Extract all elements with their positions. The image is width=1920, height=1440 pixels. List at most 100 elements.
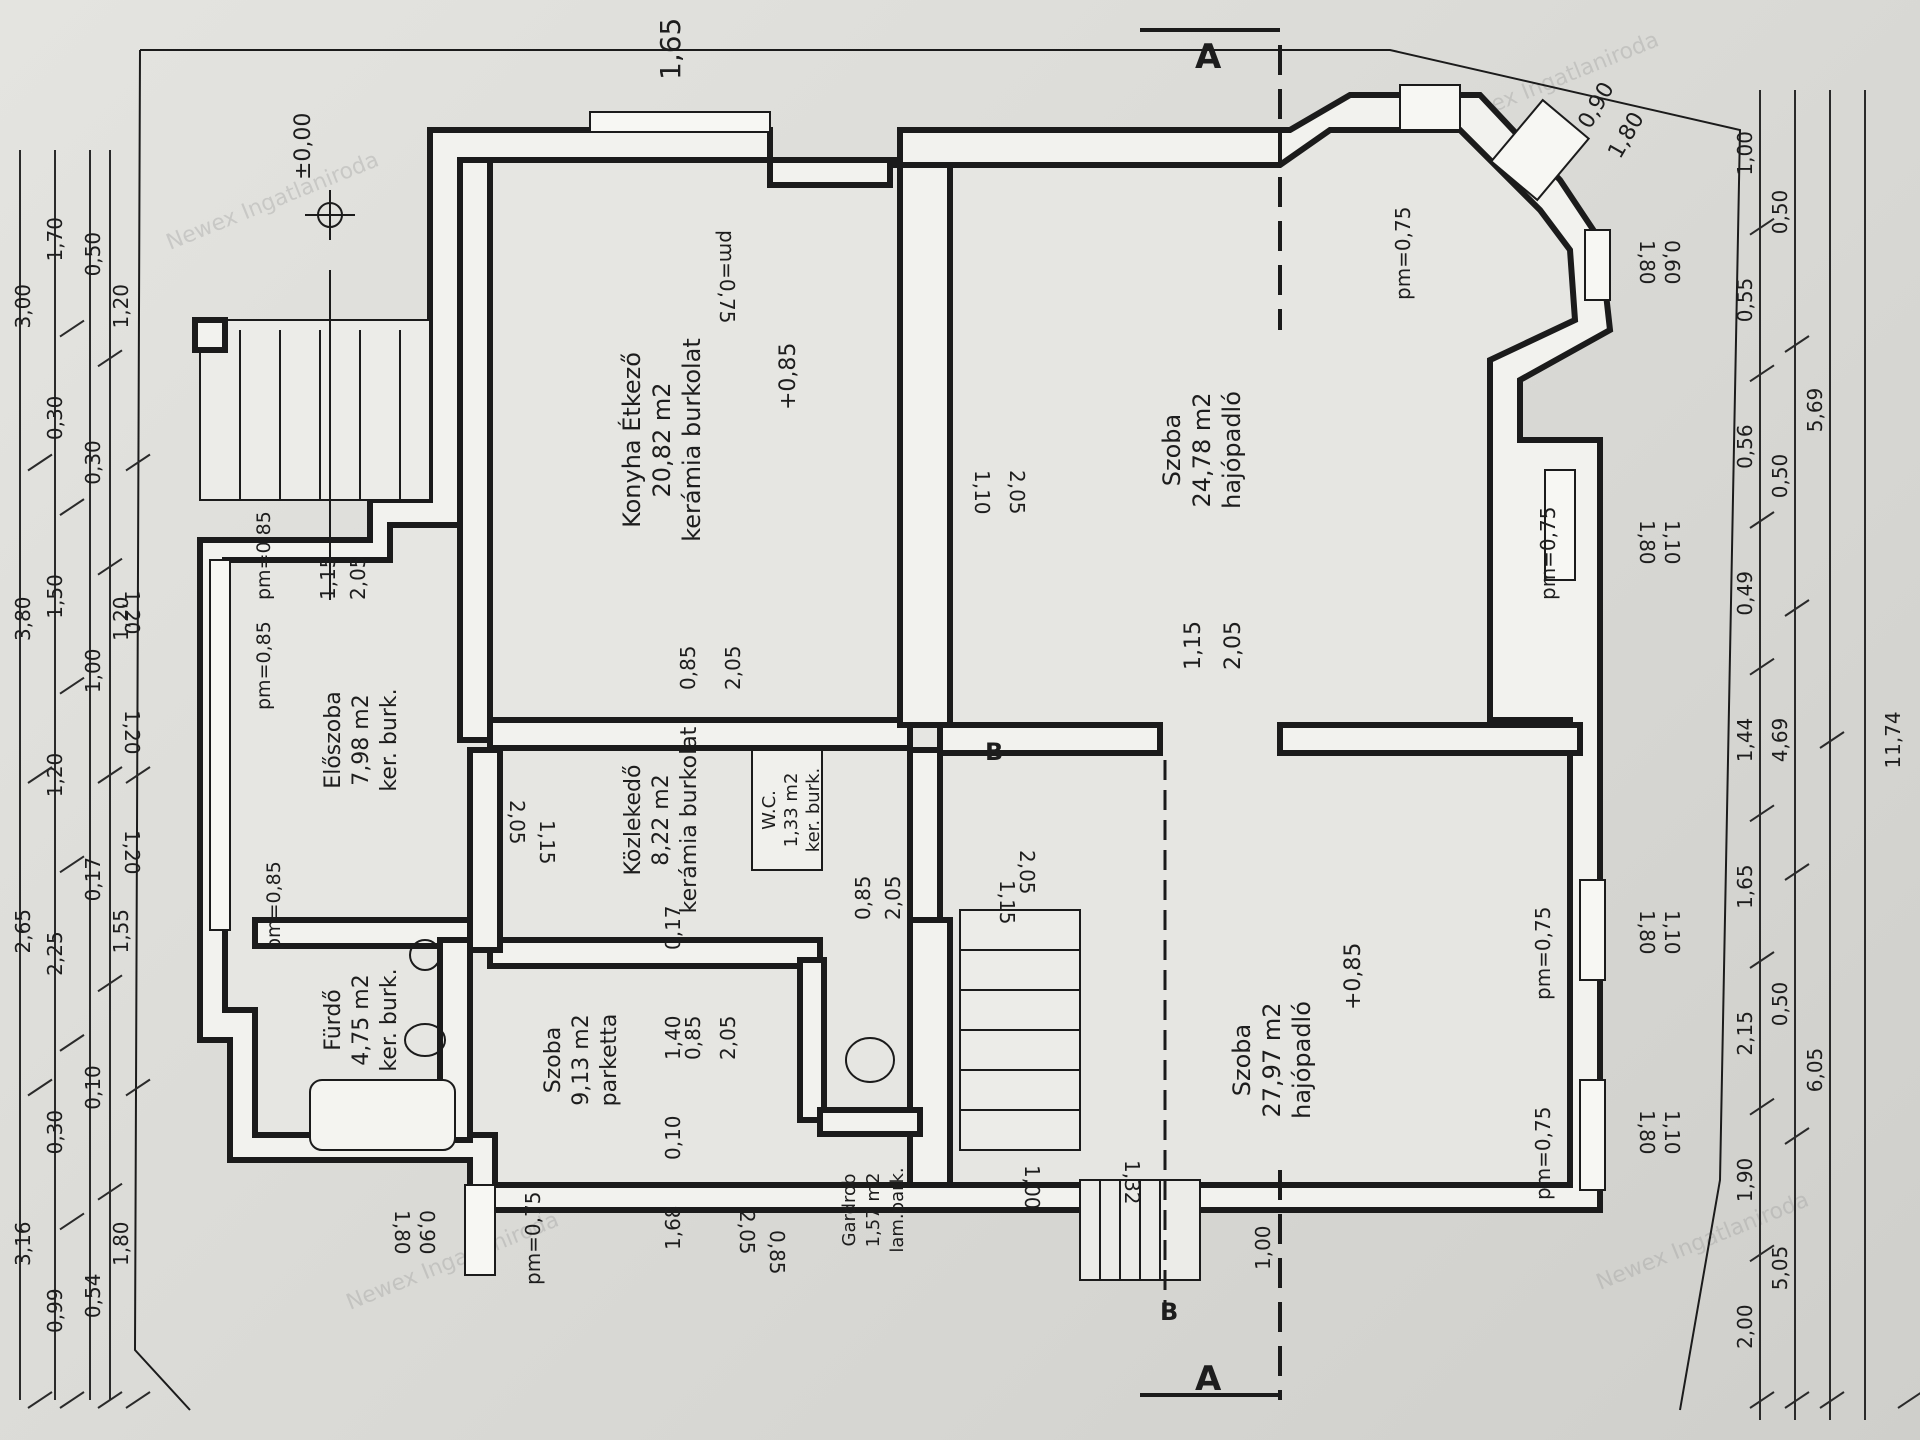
dim-chain-bottom-1-tick (1749, 364, 1775, 383)
win-bay-s: 0,60 (1660, 240, 1684, 285)
door-entry-h: 2,05 (346, 555, 370, 600)
wall-wc-west (797, 957, 827, 1123)
stair-132: 1,32 (1120, 1160, 1144, 1205)
dim-chain-bottom-1-label: 0,56 (1733, 424, 1757, 469)
dim-chain-bottom-4-tick (1897, 1392, 1920, 1409)
fixtures (309, 939, 895, 1151)
dim-chain-bottom-2-tick (1784, 599, 1810, 617)
bathtub (309, 1079, 456, 1151)
win-r1-s: 1,10 (1660, 520, 1684, 565)
wall-kitchen-south (487, 717, 913, 751)
pm-hall-1: pm=0,85 (253, 621, 275, 710)
dim-chain-bottom-1-tick (1749, 1244, 1775, 1263)
interior-stairs (959, 909, 1201, 1281)
dim-chain-bottom-2-tick (1784, 1391, 1810, 1409)
section-mark-b-top: B (985, 738, 1003, 766)
dim-chain-top-4-tick (125, 1391, 151, 1409)
room-label-konyha: Konyha Étkező20,82 m2kerámia burkolat (617, 338, 706, 542)
dim-chain-top-2-label: 0,30 (43, 1110, 67, 1155)
level-konyha: +0,85 (776, 343, 801, 410)
dim-chain-top-4-label: 1,20 (109, 284, 133, 329)
win-r3a-h: 1,80 (1635, 910, 1659, 955)
wall-corridor-east (907, 747, 943, 933)
window-room3-a (1579, 879, 1606, 981)
dim-chain-bottom-2-label: 4,69 (1768, 718, 1792, 763)
dim-chain-top-2-tick (59, 319, 85, 338)
dim-chain-bottom-1-tick (1749, 217, 1775, 236)
window-hall (209, 559, 231, 931)
pm-kitchen: pm=0,75 (715, 230, 739, 323)
door-wc-w: 0,85 (851, 875, 875, 920)
dim-chain-top-4-tick (125, 1078, 151, 1097)
dim-chain-top-2-tick (59, 1212, 85, 1231)
window-room3-b (1579, 1079, 1606, 1191)
dim-chain-bottom-1-label: 0,55 (1733, 278, 1757, 323)
dim-chain-top-4-tick (125, 453, 151, 472)
wc-label-box (751, 749, 823, 871)
level-szoba3: +0,85 (1341, 943, 1366, 1010)
stair-100b: 1,00 (1251, 1225, 1275, 1270)
dim-chain-top-4-label: 1,80 (109, 1221, 133, 1266)
win-r3a-s: 1,10 (1660, 910, 1684, 955)
window-room1 (1544, 469, 1576, 581)
dim-chain-top-2-label: 0,99 (43, 1288, 67, 1333)
door-szoba2-h: 2,05 (716, 1015, 740, 1060)
wall-room3-west (907, 917, 953, 1188)
dim-chain-top-1-tick (97, 1391, 123, 1409)
dim-chain-top-2-label: 1,70 (43, 217, 67, 262)
dim-chain-bottom-2-label: 5,05 (1768, 1246, 1792, 1291)
stair-100: 1,00 (1020, 1165, 1044, 1210)
window-szoba2 (464, 1184, 496, 1276)
dim-chain-top-1-label: 0,17 (81, 857, 105, 902)
dim-chain-bottom-1-label: 1,65 (1733, 864, 1757, 909)
entry-stairs (192, 270, 431, 600)
door-gard-h: 2,05 (735, 1210, 759, 1255)
dim-chain-top-1-tick (97, 1182, 123, 1201)
door-wc-h: 2,05 (881, 875, 905, 920)
dim-chain-bottom-1-label: 1,44 (1733, 718, 1757, 763)
dim-chain-bottom-3-label: 6,05 (1803, 1048, 1827, 1093)
lot-outline (133, 49, 191, 1411)
dim-chain-bottom-3-tick (1819, 731, 1845, 749)
dim-chain-top-1-tick (97, 557, 123, 576)
dim-chain-bottom-4-label: 11,74 (1881, 711, 1905, 768)
dim-chain-bottom-1: 2,001,902,151,651,440,490,560,551,00 (1733, 131, 1775, 1409)
watermark: Newex Ingatlaniroda (163, 147, 383, 255)
dimension-chains (19, 90, 1866, 1420)
dim-chain-top-4-label: 1,20 (109, 596, 133, 641)
toilet-wc (845, 1037, 895, 1083)
dim-chain-bottom-1-tick (1749, 951, 1775, 969)
dim-chain-bottom-2-tick (1784, 1127, 1810, 1145)
dim-chain-bottom-2-tick (1784, 335, 1810, 353)
door-hall-h: 2,05 (505, 800, 529, 845)
win-r1-h: 1,80 (1635, 520, 1659, 565)
dim-chain-top-2-label: 1,20 (43, 753, 67, 798)
wall-hall-east (467, 747, 503, 953)
window-bay-2 (1489, 98, 1591, 202)
wall-wardrobe-north (817, 1107, 923, 1137)
door-room-h: 2,05 (1221, 621, 1246, 670)
dim-chain-bottom-3-tick (1819, 1391, 1845, 1409)
dim-chain-top-2-tick (59, 855, 85, 874)
dim-chain-top-2-tick (59, 676, 85, 695)
dim-chain-top-2: 0,990,302,251,201,500,301,70 (43, 217, 85, 1409)
dim-chain-top-3-label: 2,65 (11, 909, 35, 954)
dim-top-165: 1,65 (654, 18, 687, 80)
win-s2-h: 1,80 (390, 1210, 414, 1255)
win-bay-w: 0,90 (1574, 78, 1620, 133)
dim-chain-bottom-1-tick (1749, 657, 1775, 676)
dim-chain-top-3-tick (27, 1391, 53, 1409)
wall-kitchen-east (897, 162, 953, 728)
dim-chain-top-4: 1,801,551,201,20 (109, 284, 151, 1409)
dim-chain-top-2-tick (59, 1034, 85, 1052)
dim-chain-bottom-2-label: 0,50 (1768, 190, 1792, 235)
win-r3b-h: 1,80 (1635, 1110, 1659, 1155)
window-bay-1 (1399, 84, 1461, 131)
dim-chain-bottom-1-tick (1749, 804, 1775, 823)
window-bay-3 (1584, 229, 1611, 301)
